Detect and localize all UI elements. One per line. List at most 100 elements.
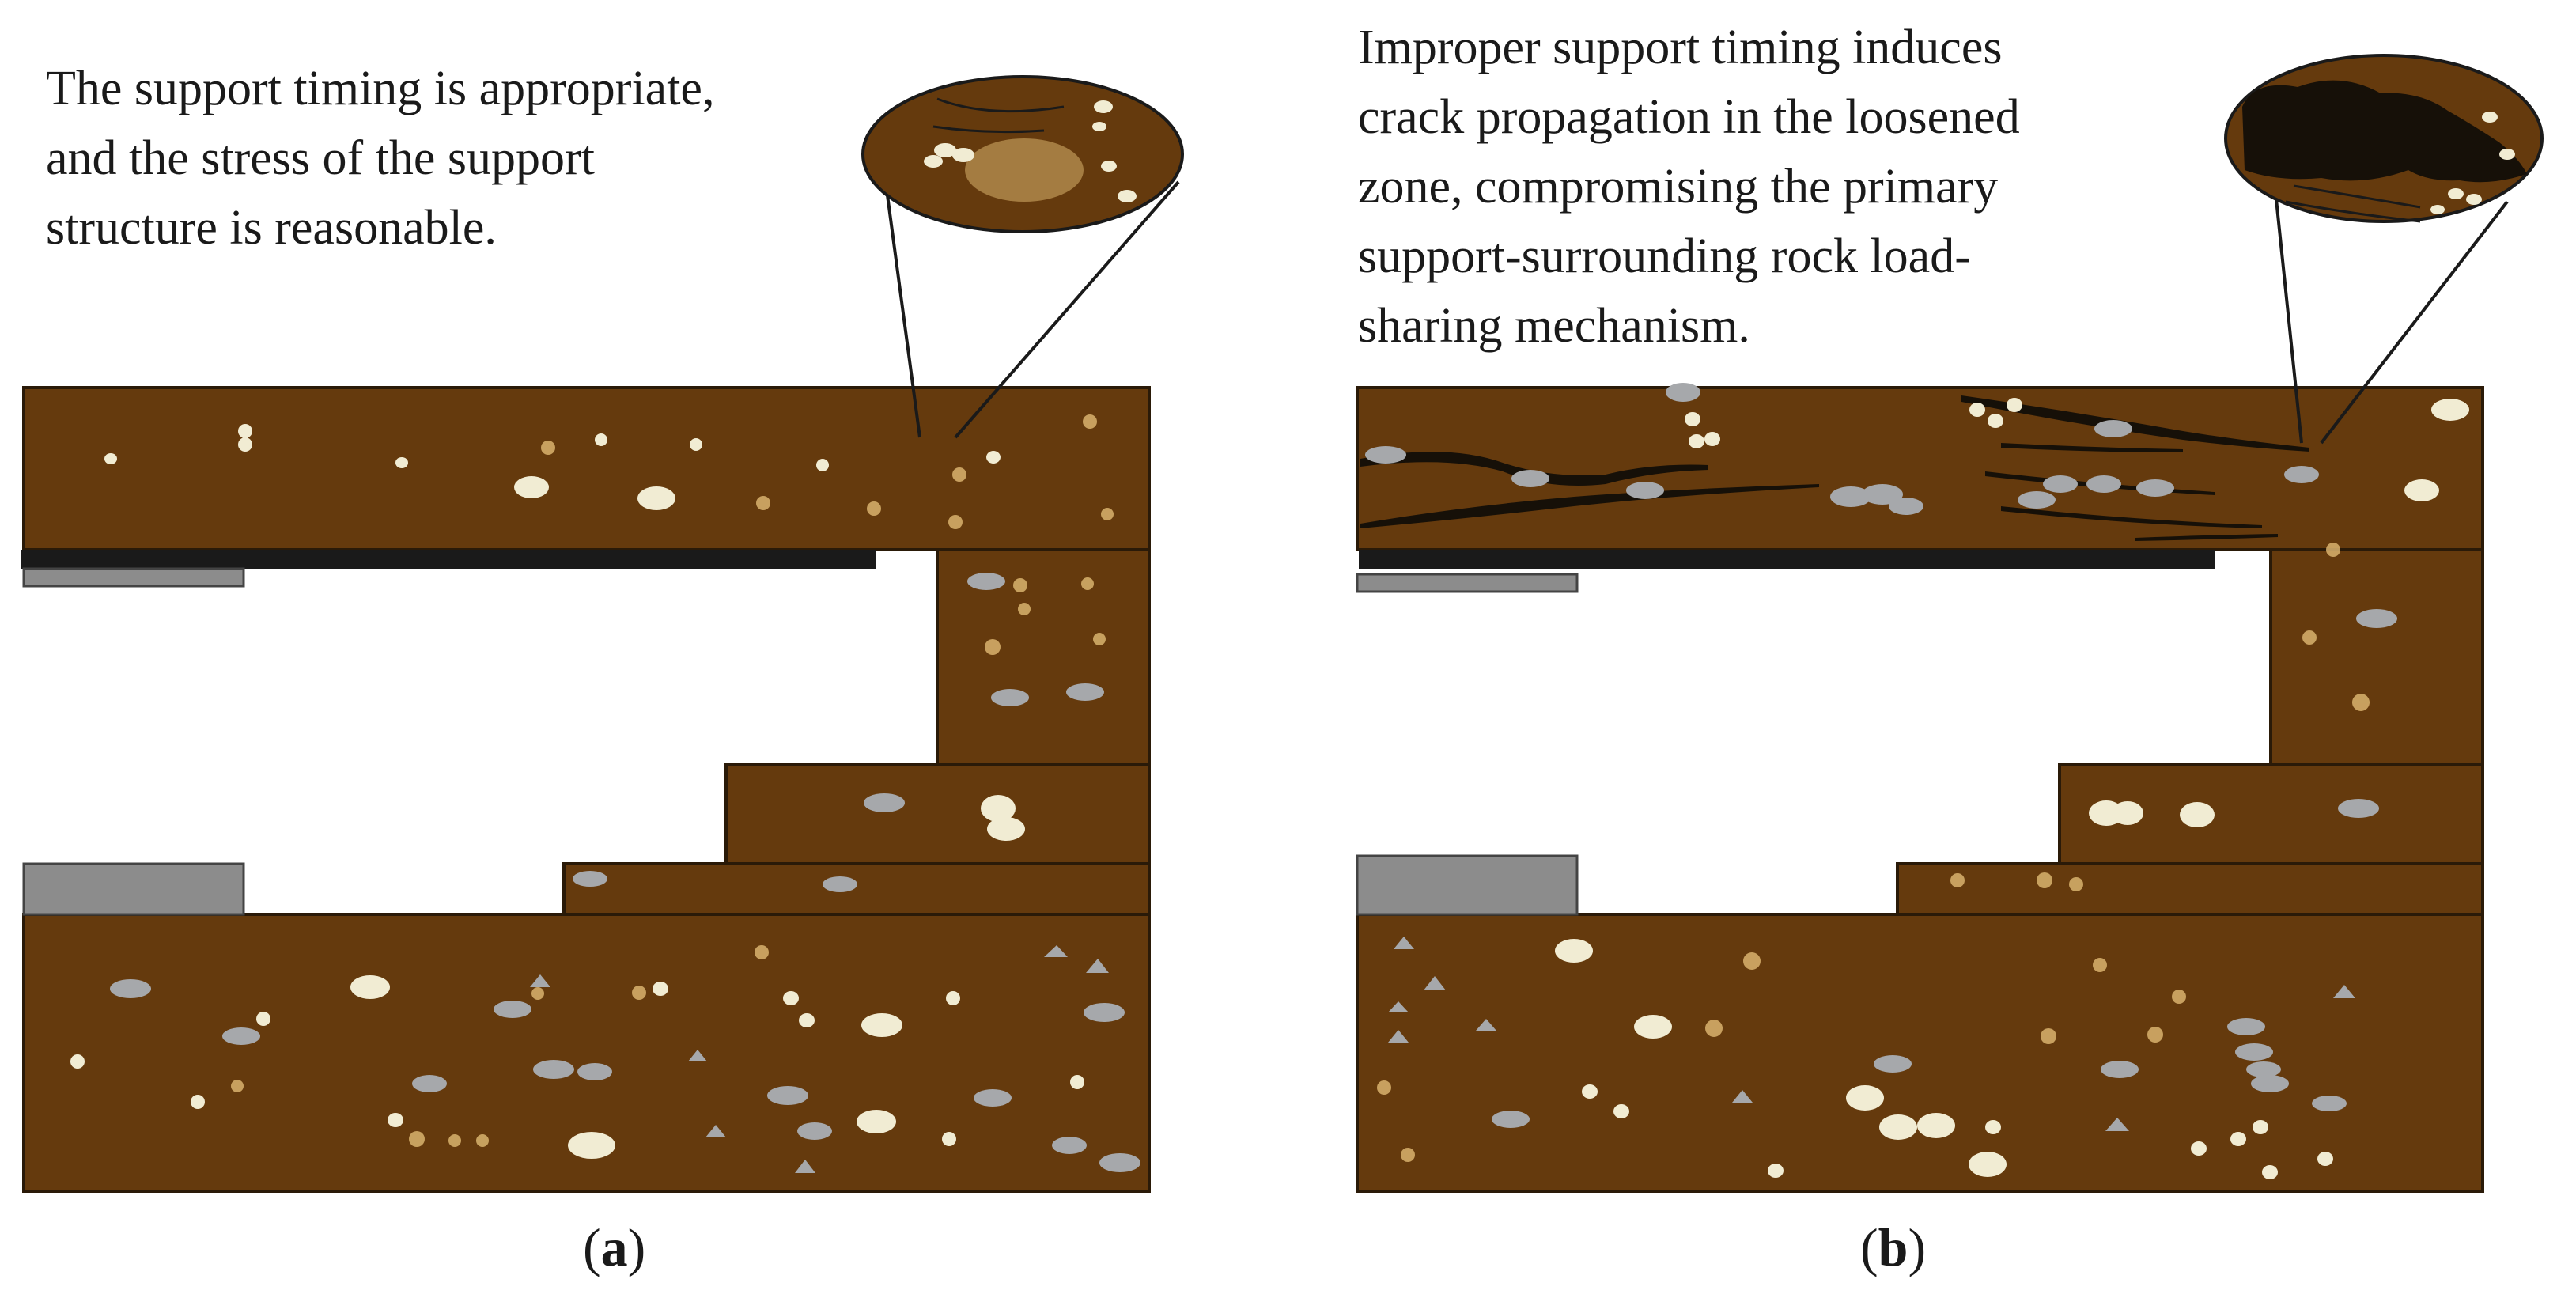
- roof-crack: [1360, 452, 1708, 486]
- grey-pebble: [1365, 446, 1406, 464]
- grey-pebble: [991, 689, 1029, 706]
- panel-b-top-support-plate: [1356, 573, 1579, 593]
- grey-pebble: [2136, 479, 2174, 497]
- panel-b-caption-line: support-surrounding rock load-: [1358, 229, 1971, 283]
- light-pebble: [2404, 479, 2439, 501]
- light-pebble: [2180, 802, 2215, 827]
- grey-pebble: [705, 1125, 726, 1137]
- fine-fissure: [932, 125, 1045, 134]
- light-pebble: [256, 1012, 270, 1026]
- grey-pebble: [1388, 1001, 1409, 1012]
- magnifier-leader-line: [883, 171, 921, 438]
- light-pebble: [2262, 1165, 2278, 1179]
- grey-pebble: [797, 1122, 832, 1140]
- grey-pebble: [767, 1086, 808, 1105]
- grey-pebble: [1099, 1153, 1140, 1172]
- fine-fissure: [936, 97, 1065, 113]
- light-pebble: [1634, 1015, 1672, 1039]
- panel-b-caption-line: sharing mechanism.: [1358, 299, 1750, 353]
- light-pebble: [2431, 399, 2469, 421]
- light-pebble: [1969, 1152, 2007, 1177]
- grey-pebble: [2251, 1075, 2289, 1092]
- light-pebble: [1969, 403, 1985, 417]
- panel-b-base-support-block: [1356, 854, 1579, 916]
- roof-crack: [2001, 506, 2262, 528]
- light-pebble: [987, 817, 1025, 841]
- grey-pebble: [412, 1075, 447, 1092]
- grey-pebble: [1476, 1019, 1496, 1031]
- grey-pebble: [1889, 498, 1923, 515]
- grey-pebble: [1862, 484, 1903, 505]
- grey-pebble: [2235, 1043, 2273, 1061]
- magnifier-leader-line: [2320, 200, 2509, 445]
- light-pebble: [816, 459, 829, 471]
- grey-pebble: [1666, 383, 1700, 402]
- grey-pebble: [823, 876, 857, 892]
- panel-b-label: (b): [1860, 1217, 1926, 1277]
- light-pebble: [238, 437, 252, 452]
- grey-pebble: [573, 871, 607, 887]
- grey-pebble: [1492, 1111, 1530, 1128]
- grey-pebble: [530, 974, 550, 987]
- light-pebble: [2253, 1120, 2268, 1134]
- panel-a-bench-upper-rock: [724, 763, 1151, 865]
- light-pebble: [1070, 1075, 1084, 1089]
- light-pebble: [1613, 1104, 1629, 1118]
- grey-pebble: [2312, 1096, 2347, 1111]
- light-pebble: [1689, 434, 1704, 448]
- panel-a-rock-mass: [22, 386, 1151, 1193]
- grey-pebble: [494, 1001, 531, 1018]
- grey-pebble: [2246, 1061, 2281, 1077]
- light-pebble: [595, 433, 607, 446]
- panel-a-pebbles: [70, 424, 1140, 1173]
- grey-pebble: [110, 979, 151, 998]
- light-pebble: [637, 486, 675, 510]
- panel-a-caption-line: structure is reasonable.: [46, 201, 497, 255]
- grey-pebble: [2018, 491, 2056, 509]
- light-pebble: [350, 975, 390, 999]
- grey-pebble: [2094, 420, 2132, 437]
- grey-pebble: [1086, 959, 1109, 973]
- light-pebble: [568, 1132, 615, 1159]
- grey-pebble: [1511, 470, 1549, 487]
- panel-a-bench-lower-rock: [562, 862, 1151, 916]
- panel-a-top-support-plate: [22, 567, 245, 588]
- grey-pebble: [577, 1063, 612, 1080]
- panel-b-caption: Improper support timing induces crack pr…: [1358, 21, 2032, 353]
- grey-pebble: [2356, 609, 2397, 628]
- panel-b-bench-lower-rock: [1896, 862, 2484, 916]
- panel-a-primary-support-lining: [21, 550, 876, 569]
- light-pebble: [981, 795, 1016, 822]
- light-pebble: [2317, 1152, 2333, 1166]
- grey-pebble: [795, 1160, 815, 1173]
- light-pebble: [238, 424, 252, 438]
- light-pebble: [946, 991, 960, 1005]
- panel-b-rock-mass: [1356, 386, 2484, 1193]
- panel-b-pebbles: [1365, 383, 2469, 1179]
- grey-pebble: [1732, 1090, 1753, 1103]
- light-pebble: [514, 476, 549, 498]
- panel-b-caption-line: zone, compromising the primary: [1358, 160, 1998, 214]
- panel-a-caption: The support timing is appropriate, and t…: [46, 62, 727, 255]
- panel-b: Improper support timing induces crack pr…: [1356, 21, 2544, 1277]
- panel-a-base-support-block: [22, 862, 245, 916]
- light-pebble: [2112, 801, 2143, 825]
- panel-b-fine-grains: [1377, 543, 2370, 1162]
- magnifier-leader-line: [2275, 199, 2303, 444]
- grey-pebble: [2105, 1118, 2129, 1131]
- light-pebble: [1555, 939, 1593, 963]
- panel-b-floor-rock: [1356, 913, 2484, 1193]
- light-pebble: [857, 1110, 896, 1133]
- grey-pebble: [2086, 475, 2121, 493]
- light-pebble: [70, 1054, 85, 1069]
- panel-b-magnified-view: [2224, 54, 2544, 445]
- grey-pebble: [1394, 937, 1414, 949]
- light-pebble: [191, 1095, 205, 1109]
- light-pebble: [653, 982, 668, 996]
- grey-pebble: [1626, 482, 1664, 499]
- roof-crack: [2001, 443, 2183, 452]
- panel-a-caption-line: and the stress of the support: [46, 131, 595, 185]
- light-pebble: [1704, 432, 1720, 446]
- light-pebble: [2230, 1132, 2246, 1146]
